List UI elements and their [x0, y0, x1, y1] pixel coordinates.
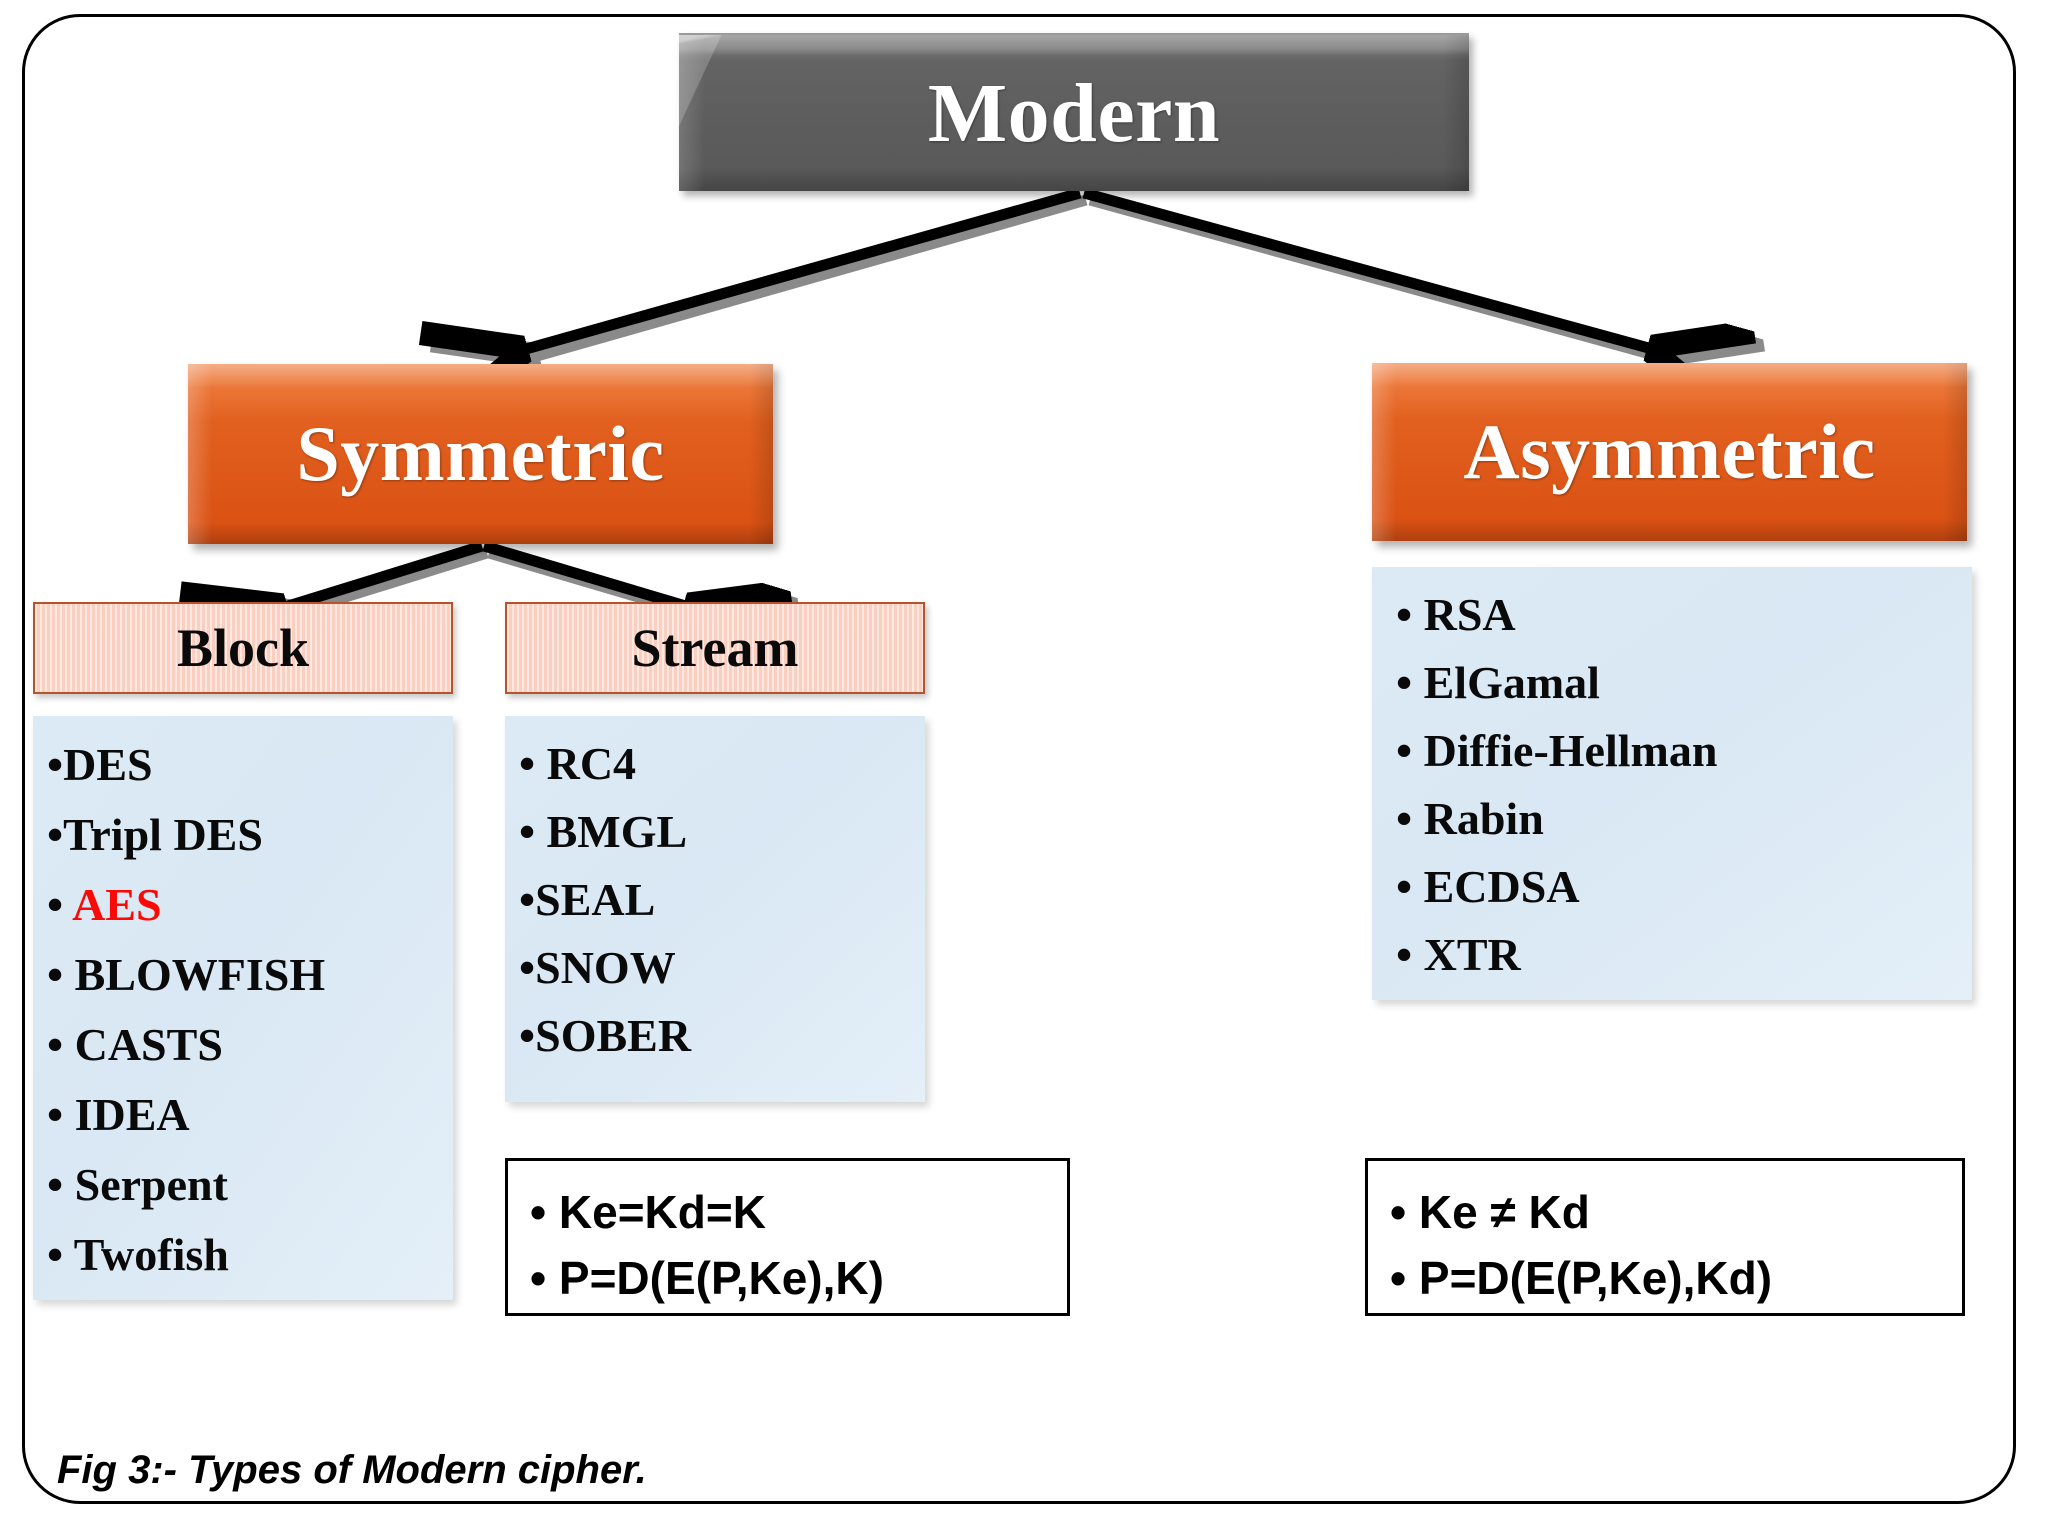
- list-item-label: DES: [63, 739, 153, 790]
- bullet-icon: •: [530, 1252, 547, 1304]
- figure-caption: Fig 3:- Types of Modern cipher.: [57, 1448, 647, 1492]
- formula-box-symmetric: • Ke=Kd=K• P=D(E(P,Ke),K): [505, 1158, 1070, 1316]
- list-item: • IDEA: [47, 1080, 443, 1150]
- formula-text: Ke ≠ Kd: [1406, 1186, 1590, 1238]
- node-block[interactable]: Block: [33, 602, 453, 694]
- symmetric-formula-list: • Ke=Kd=K• P=D(E(P,Ke),K): [530, 1179, 1051, 1311]
- node-modern-label: Modern: [927, 66, 1221, 160]
- bullet-icon: •: [1396, 725, 1413, 776]
- list-item: • BMGL: [519, 798, 915, 866]
- bullet-icon: •: [1396, 589, 1413, 640]
- list-panel-stream-ciphers: • RC4• BMGL•SEAL•SNOW•SOBER: [505, 716, 925, 1102]
- list-item: •Tripl DES: [47, 800, 443, 870]
- list-panel-asymmetric-ciphers: • RSA• ElGamal• Diffie-Hellman• Rabin• E…: [1372, 567, 1972, 1000]
- list-item: • XTR: [1396, 921, 1962, 989]
- list-item: •SEAL: [519, 866, 915, 934]
- list-item: • Twofish: [47, 1220, 443, 1290]
- list-item: • ECDSA: [1396, 853, 1962, 921]
- list-item: • RC4: [519, 730, 915, 798]
- formula-line: • Ke ≠ Kd: [1390, 1179, 1946, 1245]
- list-item-label: Tripl DES: [63, 809, 263, 860]
- bullet-icon: •: [47, 1089, 64, 1140]
- bullet-icon: •: [47, 809, 64, 860]
- node-stream-label: Stream: [631, 618, 799, 678]
- list-item-label: AES: [63, 879, 162, 930]
- list-item: • ElGamal: [1396, 649, 1962, 717]
- node-stream[interactable]: Stream: [505, 602, 925, 694]
- asymmetric-cipher-list: • RSA• ElGamal• Diffie-Hellman• Rabin• E…: [1396, 581, 1962, 989]
- list-item-label: Twofish: [63, 1229, 229, 1280]
- formula-text: Ke=Kd=K: [546, 1186, 766, 1238]
- list-panel-block-ciphers: •DES•Tripl DES• AES• BLOWFISH• CASTS• ID…: [33, 716, 453, 1300]
- bullet-icon: •: [519, 942, 536, 993]
- list-item-label: BLOWFISH: [63, 949, 326, 1000]
- list-item-label: ECDSA: [1412, 861, 1580, 912]
- list-item: • Serpent: [47, 1150, 443, 1220]
- bullet-icon: •: [47, 1159, 64, 1210]
- bullet-icon: •: [1396, 929, 1413, 980]
- list-item: • AES: [47, 870, 443, 940]
- bullet-icon: •: [47, 949, 64, 1000]
- node-modern[interactable]: Modern: [679, 33, 1469, 191]
- bullet-icon: •: [47, 879, 64, 930]
- bullet-icon: •: [530, 1186, 547, 1238]
- list-item-label: Rabin: [1412, 793, 1544, 844]
- bullet-icon: •: [1396, 657, 1413, 708]
- bullet-icon: •: [1396, 793, 1413, 844]
- list-item: • BLOWFISH: [47, 940, 443, 1010]
- bullet-icon: •: [519, 1010, 536, 1061]
- formula-line: • P=D(E(P,Ke),Kd): [1390, 1245, 1946, 1311]
- node-symmetric[interactable]: Symmetric: [188, 364, 773, 544]
- bullet-icon: •: [47, 1019, 64, 1070]
- list-item-label: Diffie-Hellman: [1412, 725, 1718, 776]
- block-cipher-list: •DES•Tripl DES• AES• BLOWFISH• CASTS• ID…: [47, 730, 443, 1290]
- formula-text: P=D(E(P,Ke),Kd): [1406, 1252, 1773, 1304]
- list-item: • CASTS: [47, 1010, 443, 1080]
- asymmetric-formula-list: • Ke ≠ Kd• P=D(E(P,Ke),Kd): [1390, 1179, 1946, 1311]
- list-item: •SOBER: [519, 1002, 915, 1070]
- list-item-label: IDEA: [63, 1089, 190, 1140]
- node-symmetric-label: Symmetric: [296, 410, 665, 497]
- list-item-label: RSA: [1412, 589, 1516, 640]
- list-item: •SNOW: [519, 934, 915, 1002]
- bullet-icon: •: [519, 738, 536, 789]
- list-item-label: SOBER: [535, 1010, 692, 1061]
- bullet-icon: •: [1390, 1186, 1407, 1238]
- list-item-label: ElGamal: [1412, 657, 1600, 708]
- list-item: • Rabin: [1396, 785, 1962, 853]
- node-block-label: Block: [176, 618, 310, 678]
- list-item-label: Serpent: [63, 1159, 228, 1210]
- bullet-icon: •: [47, 1229, 64, 1280]
- list-item: •DES: [47, 730, 443, 800]
- list-item-label: RC4: [535, 738, 637, 789]
- bullet-icon: •: [1396, 861, 1413, 912]
- arrow-modern-to-symmetric: [512, 187, 1088, 360]
- stream-cipher-list: • RC4• BMGL•SEAL•SNOW•SOBER: [519, 730, 915, 1070]
- node-asymmetric-label: Asymmetric: [1463, 408, 1876, 495]
- list-item-label: CASTS: [63, 1019, 223, 1070]
- list-item-label: BMGL: [535, 806, 688, 857]
- list-item-label: XTR: [1412, 929, 1521, 980]
- formula-line: • P=D(E(P,Ke),K): [530, 1245, 1051, 1311]
- arrow-modern-to-asymmetric: [1082, 187, 1672, 360]
- node-asymmetric[interactable]: Asymmetric: [1372, 363, 1967, 541]
- bullet-icon: •: [47, 739, 64, 790]
- list-item: • RSA: [1396, 581, 1962, 649]
- formula-box-asymmetric: • Ke ≠ Kd• P=D(E(P,Ke),Kd): [1365, 1158, 1965, 1316]
- bullet-icon: •: [1390, 1252, 1407, 1304]
- formula-text: P=D(E(P,Ke),K): [546, 1252, 884, 1304]
- list-item-label: SNOW: [535, 942, 676, 993]
- list-item-label: SEAL: [535, 874, 656, 925]
- bullet-icon: •: [519, 874, 536, 925]
- bullet-icon: •: [519, 806, 536, 857]
- list-item: • Diffie-Hellman: [1396, 717, 1962, 785]
- formula-line: • Ke=Kd=K: [530, 1179, 1051, 1245]
